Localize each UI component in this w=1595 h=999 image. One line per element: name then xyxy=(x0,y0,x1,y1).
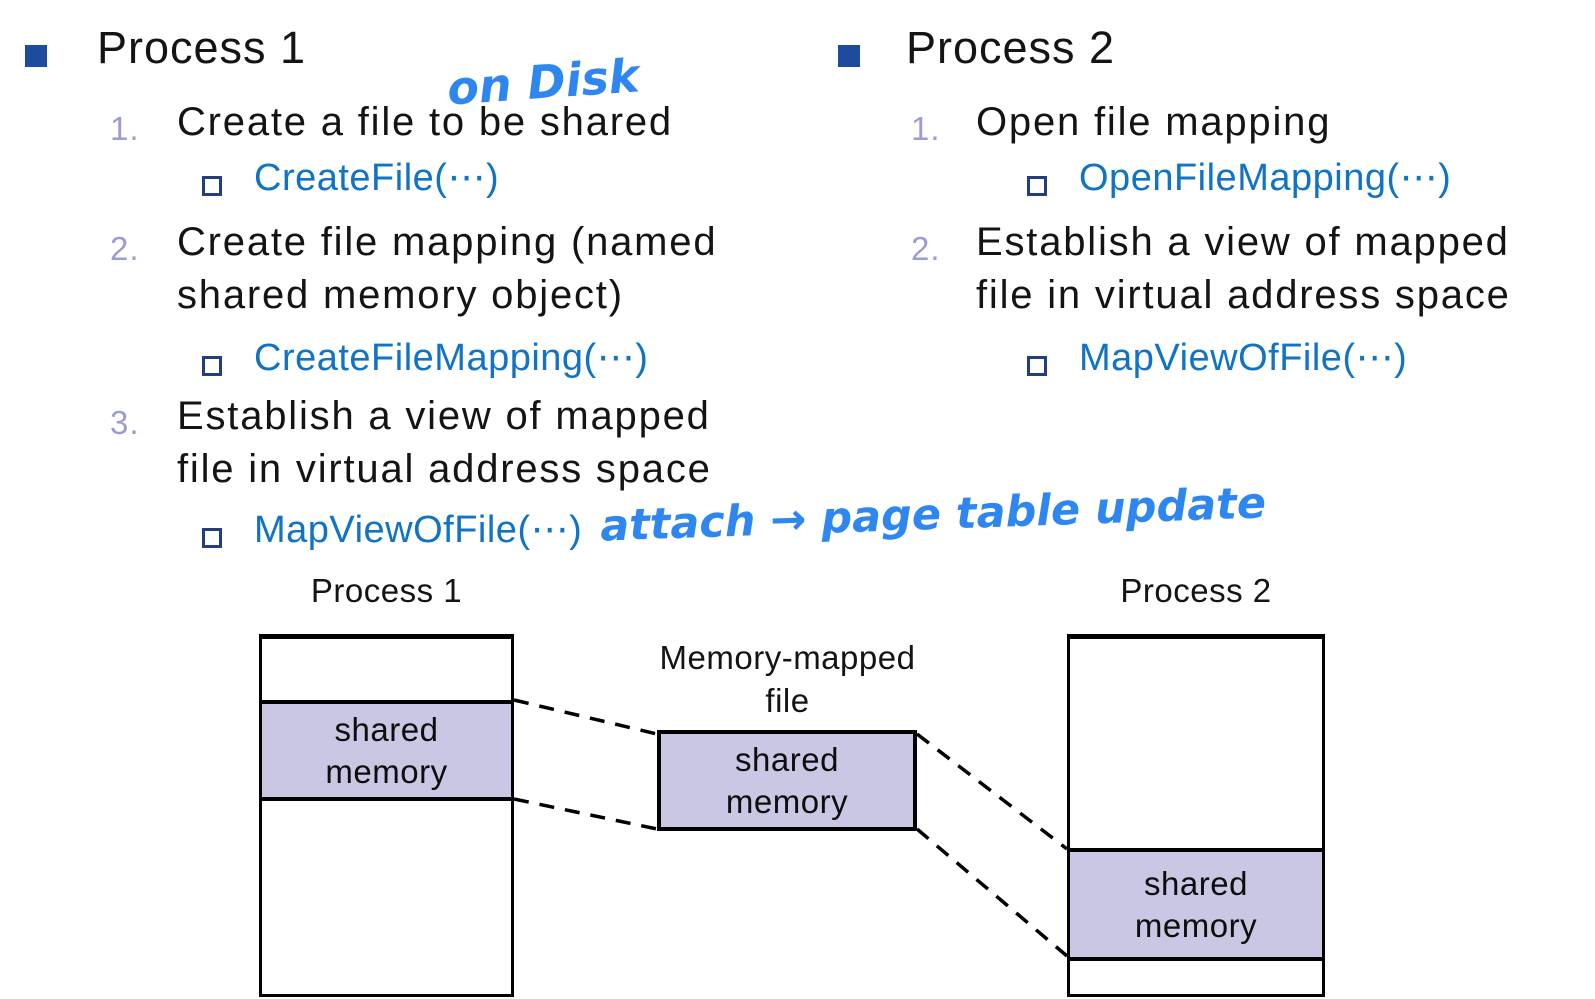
memory-mapped-file-label: Memory-mapped file xyxy=(640,636,935,722)
memory-mapped-file-box: shared memory xyxy=(657,730,917,831)
list-number: 3. xyxy=(110,404,140,441)
square-bullet-icon xyxy=(1027,356,1047,376)
process2-header: Process 2 xyxy=(906,22,1116,73)
list-item-text: Establish a view of mapped xyxy=(177,394,711,438)
list-item-text: Establish a view of mapped xyxy=(976,220,1510,264)
shared-memory-label-line2: memory xyxy=(725,782,849,820)
diagram-process1-label: Process 1 xyxy=(310,572,463,609)
square-bullet-icon xyxy=(1027,176,1047,196)
list-item-text: Create file mapping (named xyxy=(177,220,718,264)
list-number: 2. xyxy=(110,230,140,267)
square-bullet-icon xyxy=(202,356,222,376)
process1-header: Process 1 xyxy=(97,22,307,73)
shared-memory-label-line2: memory xyxy=(1134,906,1258,944)
shared-memory-label-line2: memory xyxy=(325,752,448,790)
list-number: 1. xyxy=(110,110,140,147)
square-bullet-icon xyxy=(202,176,222,196)
process2-address-space-box: shared memory xyxy=(1067,634,1325,997)
diagram-process2-label: Process 2 xyxy=(1120,572,1272,609)
process1-shared-memory-region: shared memory xyxy=(262,700,511,801)
square-bullet-icon xyxy=(202,528,222,548)
list-number: 1. xyxy=(911,110,941,147)
process2-shared-memory-region: shared memory xyxy=(1070,848,1322,961)
list-item-text: shared memory object) xyxy=(177,273,624,317)
api-call-createfile: CreateFile(⋯) xyxy=(254,157,500,199)
api-call-openfilemapping: OpenFileMapping(⋯) xyxy=(1079,157,1452,199)
shared-memory-label-line1: shared xyxy=(1144,864,1248,902)
api-call-mapviewoffile-2: MapViewOfFile(⋯) xyxy=(1079,337,1408,379)
api-call-mapviewoffile: MapViewOfFile(⋯) xyxy=(254,509,583,551)
process2-bullet-icon xyxy=(838,45,860,67)
list-item-text: file in virtual address space xyxy=(177,447,712,491)
process1-bullet-icon xyxy=(25,45,47,67)
shared-memory-label-line1: shared xyxy=(334,710,439,748)
list-item-text: Open file mapping xyxy=(976,100,1332,144)
list-item-text: Create a file to be shared xyxy=(177,100,673,144)
api-call-createfilemapping: CreateFileMapping(⋯) xyxy=(254,337,649,379)
list-number: 2. xyxy=(911,230,941,267)
mmf-label-line2: file xyxy=(765,682,810,719)
shared-memory-label-line1: shared xyxy=(735,740,839,778)
mmf-label-line1: Memory-mapped xyxy=(659,639,916,676)
list-item-text: file in virtual address space xyxy=(976,273,1511,317)
process1-address-space-box: shared memory xyxy=(259,634,514,997)
